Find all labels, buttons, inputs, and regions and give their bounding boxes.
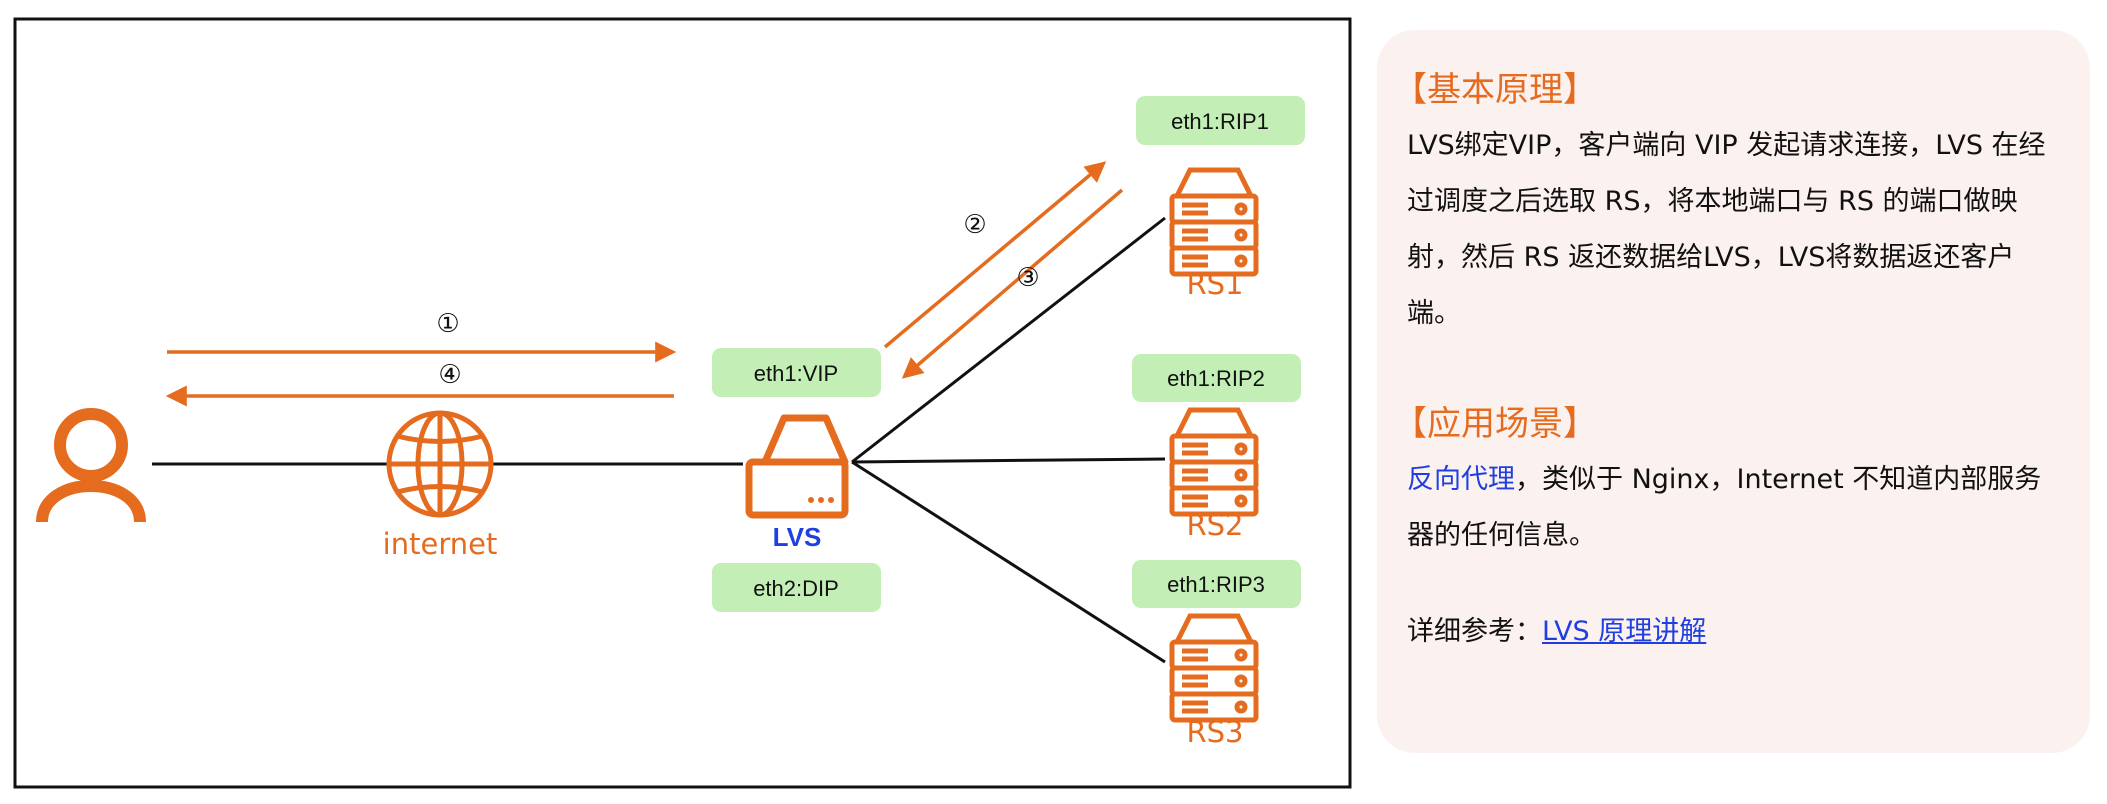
scenario-body: ，类似于 Nginx，Internet 不知道内部服务器的任何信息。 [1407, 464, 2042, 551]
section-spacer [1407, 564, 2060, 604]
server-icon [745, 414, 849, 519]
server-stack-icon [1169, 167, 1259, 277]
badge-vip-text: eth1:VIP [754, 361, 838, 386]
server-stack-icon [1169, 613, 1259, 723]
rs2-label: RS2 [1186, 508, 1243, 542]
step-2-label: ② [963, 210, 986, 240]
badge-rip2: eth1:RIP2 [1132, 354, 1301, 402]
scenario-title: 【应用场景】 [1393, 404, 1597, 444]
section-spacer [1407, 342, 2060, 404]
flow-arrows [165, 161, 1124, 407]
reference-line: 详细参考：LVS 原理讲解 [1407, 604, 2060, 660]
diagram-frame [13, 17, 1352, 789]
user-icon [36, 408, 146, 523]
badge-rip1: eth1:RIP1 [1136, 96, 1305, 145]
rs3-label: RS3 [1186, 715, 1243, 749]
badge-rip3-text: eth1:RIP3 [1167, 572, 1265, 597]
diagram-canvas: ① ④ ② ③ internet LVS eth1:VIP eth2:DIP e… [13, 17, 1352, 789]
badge-rip1-text: eth1:RIP1 [1171, 109, 1269, 134]
lvs-label: LVS [773, 522, 822, 552]
reference-prefix: 详细参考： [1407, 616, 1542, 647]
basic-principle-title: 【基本原理】 [1393, 70, 1597, 110]
explanation-card: 【基本原理】 LVS绑定VIP，客户端向 VIP 发起请求连接，LVS 在经过调… [1377, 30, 2090, 753]
server-stack-icon [1169, 407, 1259, 517]
link-lvs-rs2 [851, 457, 1166, 464]
lvs-diagram: ① ④ ② ③ internet LVS eth1:VIP eth2:DIP e… [13, 17, 1352, 789]
badge-dip-text: eth2:DIP [753, 576, 839, 601]
step-4-label: ④ [438, 360, 461, 390]
arrow-step-3 [901, 188, 1124, 379]
globe-icon [386, 410, 494, 518]
link-lvs-rs1 [851, 216, 1166, 464]
reverse-proxy-highlight: 反向代理 [1407, 464, 1515, 495]
reference-link[interactable]: LVS 原理讲解 [1542, 616, 1707, 647]
badge-rip3: eth1:RIP3 [1132, 560, 1301, 608]
arrow-step-2 [883, 161, 1107, 349]
step-3-label: ③ [1016, 263, 1039, 293]
badge-rip2-text: eth1:RIP2 [1167, 366, 1265, 391]
badge-vip: eth1:VIP [712, 348, 881, 397]
scenario-text: 反向代理，类似于 Nginx，Internet 不知道内部服务器的任何信息。 [1407, 452, 2060, 564]
rs1-label: RS1 [1186, 267, 1243, 301]
link-lvs-rs3 [851, 460, 1166, 664]
badge-dip: eth2:DIP [712, 563, 881, 612]
network-links [152, 216, 1166, 664]
basic-principle-text: LVS绑定VIP，客户端向 VIP 发起请求连接，LVS 在经过调度之后选取 R… [1407, 130, 2046, 329]
step-1-label: ① [436, 309, 459, 339]
internet-label: internet [383, 527, 498, 561]
